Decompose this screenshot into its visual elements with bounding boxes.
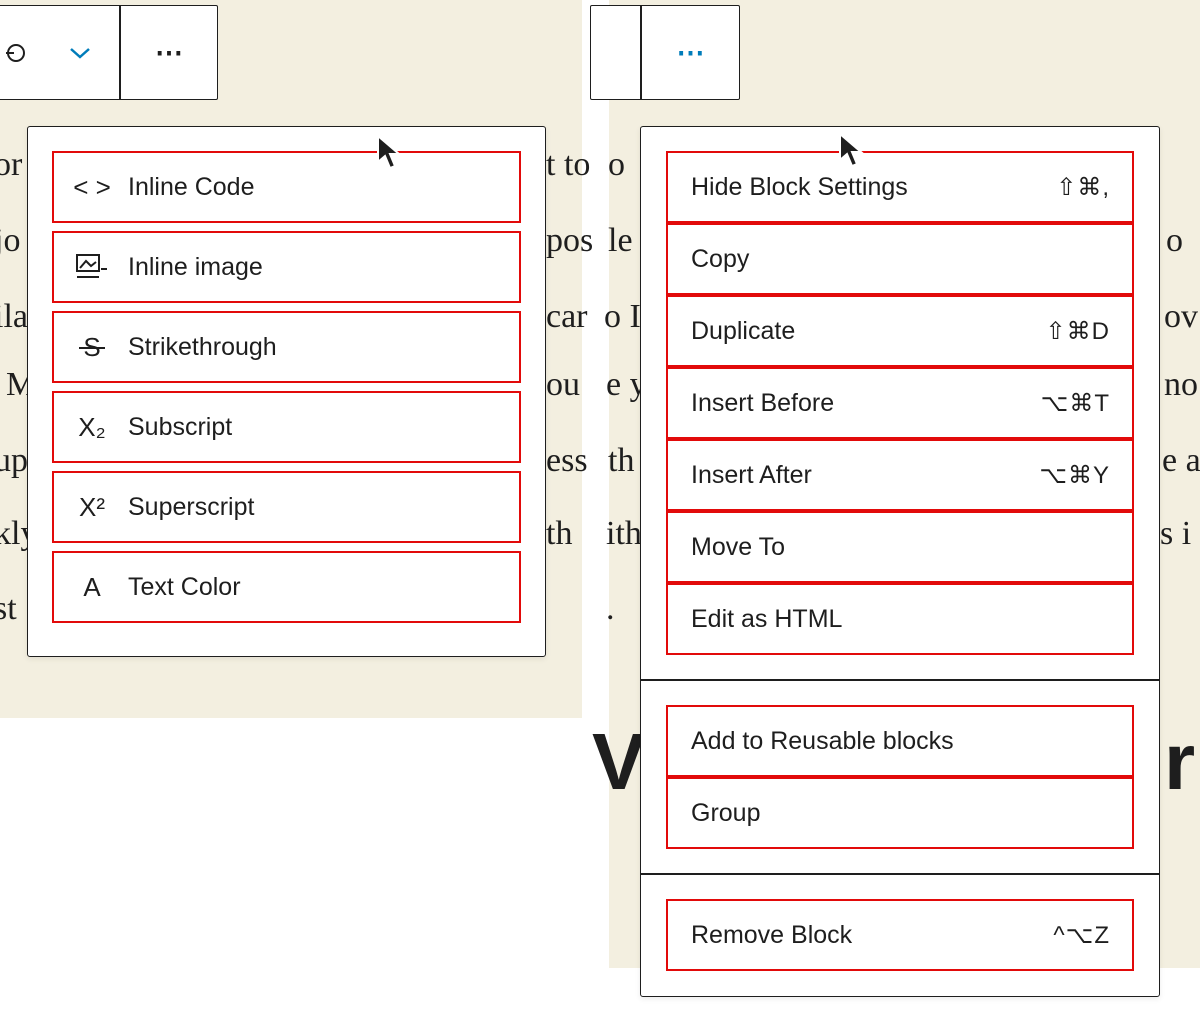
bg-text: s i (1160, 515, 1192, 552)
toolbar-button[interactable] (0, 6, 41, 99)
menu-item-remove-block[interactable]: Remove Block ^⌥Z (666, 899, 1134, 971)
menu-item-label: Insert Before (691, 388, 835, 417)
block-toolbar: ⋯ (0, 5, 218, 100)
bg-text: o (1166, 222, 1183, 259)
keyboard-shortcut: ⇧⌘, (1056, 173, 1110, 201)
more-horizontal-icon: ⋯ (676, 37, 705, 68)
bg-text: or (0, 146, 23, 183)
bg-text: . (606, 590, 615, 627)
circle-icon (6, 43, 25, 62)
bg-text: o (608, 146, 625, 183)
menu-item-label: Group (691, 798, 761, 827)
menu-item-label: Superscript (128, 492, 255, 521)
keyboard-shortcut: ⌥⌘Y (1039, 461, 1110, 489)
bg-text: th (608, 442, 635, 479)
bg-text: jo (0, 222, 21, 259)
keyboard-shortcut: ⇧⌘D (1045, 317, 1110, 345)
bg-text: ila (0, 298, 28, 335)
menu-divider (641, 679, 1159, 681)
bg-text: car (546, 298, 588, 335)
bg-text: e y (606, 366, 647, 403)
menu-item-label: Copy (691, 244, 750, 273)
bg-text: th (546, 515, 573, 552)
bg-text: ith (606, 515, 642, 552)
menu-item-label: Insert After (691, 460, 812, 489)
menu-item-label: Duplicate (691, 316, 796, 345)
more-horizontal-icon: ⋯ (155, 37, 183, 68)
menu-item-label: Move To (691, 532, 786, 561)
bg-heading: r (1164, 717, 1196, 806)
menu-divider (641, 873, 1159, 875)
superscript-icon: X² (79, 491, 105, 522)
menu-item-label: Edit as HTML (691, 604, 843, 633)
menu-item-text-color[interactable]: A Text Color (52, 551, 521, 623)
menu-item-label: Inline image (128, 252, 263, 281)
menu-item-inline-image[interactable]: Inline image (52, 231, 521, 303)
menu-item-label: Inline Code (128, 172, 255, 201)
menu-item-group[interactable]: Group (666, 777, 1134, 849)
bg-text: ov (1164, 298, 1198, 335)
menu-item-insert-after[interactable]: Insert After ⌥⌘Y (666, 439, 1134, 511)
menu-item-label: Text Color (128, 572, 241, 601)
mouse-cursor-icon (377, 134, 402, 170)
menu-item-move-to[interactable]: Move To (666, 511, 1134, 583)
bg-text: no (1164, 366, 1198, 403)
chevron-down-icon (70, 47, 90, 59)
subscript-icon: X₂ (78, 411, 106, 442)
block-toolbar-right: ⋯ (590, 5, 740, 100)
image-icon (68, 253, 116, 281)
menu-item-duplicate[interactable]: Duplicate ⇧⌘D (666, 295, 1134, 367)
mouse-cursor-icon (839, 132, 864, 168)
bg-text: t to (546, 146, 591, 183)
menu-item-label: Remove Block (691, 920, 853, 949)
code-icon: < > (73, 171, 111, 202)
bg-text: o I (604, 298, 641, 335)
menu-item-label: Subscript (128, 412, 233, 441)
more-options-button-active[interactable]: ⋯ (642, 6, 739, 99)
bg-text: st (0, 590, 17, 627)
menu-item-label: Add to Reusable blocks (691, 726, 954, 755)
menu-item-insert-before[interactable]: Insert Before ⌥⌘T (666, 367, 1134, 439)
bg-text: ou (546, 366, 580, 403)
keyboard-shortcut: ⌥⌘T (1040, 389, 1110, 417)
menu-item-subscript[interactable]: X₂ Subscript (52, 391, 521, 463)
menu-item-strikethrough[interactable]: S Strikethrough (52, 311, 521, 383)
menu-item-superscript[interactable]: X² Superscript (52, 471, 521, 543)
menu-item-inline-code[interactable]: < > Inline Code (52, 151, 521, 223)
bg-text: pos (546, 222, 594, 259)
more-options-button[interactable]: ⋯ (121, 6, 217, 99)
menu-item-add-to-reusable-blocks[interactable]: Add to Reusable blocks (666, 705, 1134, 777)
bg-text: up (0, 442, 28, 479)
menu-item-edit-as-html[interactable]: Edit as HTML (666, 583, 1134, 655)
more-formats-dropdown-button[interactable] (41, 6, 119, 99)
menu-item-label: Hide Block Settings (691, 172, 908, 201)
menu-item-copy[interactable]: Copy (666, 223, 1134, 295)
keyboard-shortcut: ^⌥Z (1053, 921, 1110, 949)
bg-text: e a (1162, 442, 1200, 479)
strikethrough-icon: S (68, 332, 116, 363)
menu-item-label: Strikethrough (128, 332, 277, 361)
text-color-icon: A (83, 571, 101, 602)
bg-text: le (608, 222, 633, 259)
menu-item-hide-block-settings[interactable]: Hide Block Settings ⇧⌘, (666, 151, 1134, 223)
bg-text: ess (546, 442, 588, 479)
